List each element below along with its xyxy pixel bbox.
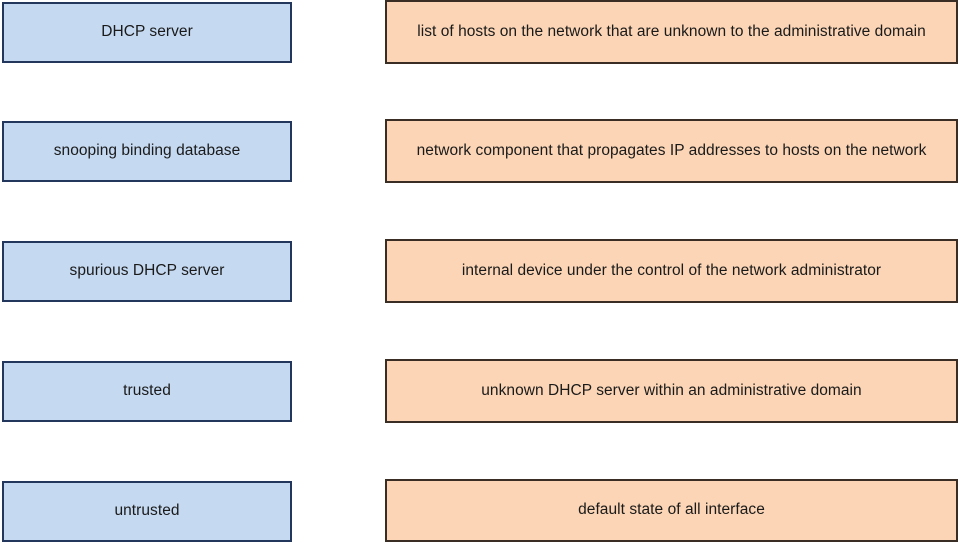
definition-label: network component that propagates IP add… <box>416 141 927 159</box>
definition-box-1[interactable]: list of hosts on the network that are un… <box>385 0 958 64</box>
definition-box-2[interactable]: network component that propagates IP add… <box>385 119 958 183</box>
term-box-5[interactable]: untrusted <box>2 481 292 542</box>
definition-label: list of hosts on the network that are un… <box>417 22 926 40</box>
term-label: untrusted <box>114 502 180 520</box>
term-box-4[interactable]: trusted <box>2 361 292 422</box>
definition-box-5[interactable]: default state of all interface <box>385 479 958 542</box>
term-box-1[interactable]: DHCP server <box>2 2 292 63</box>
definition-label: internal device under the control of the… <box>461 261 882 279</box>
definition-label: default state of all interface <box>578 501 765 519</box>
term-label: DHCP server <box>101 23 193 41</box>
term-label: snooping binding database <box>53 142 241 160</box>
term-label: spurious DHCP server <box>69 262 225 280</box>
definition-label: unknown DHCP server within an administra… <box>481 381 862 399</box>
term-label: trusted <box>123 382 171 400</box>
definition-box-4[interactable]: unknown DHCP server within an administra… <box>385 359 958 423</box>
definition-box-3[interactable]: internal device under the control of the… <box>385 239 958 303</box>
term-box-2[interactable]: snooping binding database <box>2 121 292 182</box>
term-box-3[interactable]: spurious DHCP server <box>2 241 292 302</box>
